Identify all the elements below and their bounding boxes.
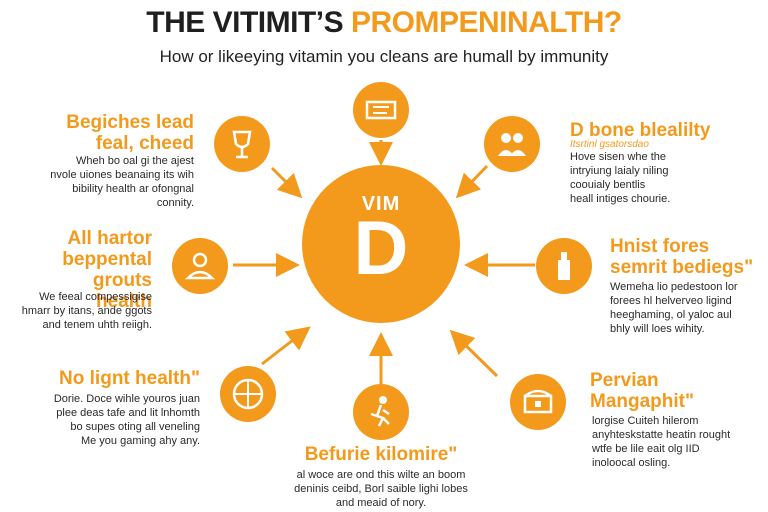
pizza-icon (220, 366, 276, 422)
item-right-heading: Hnist fores semrit bediegs" (610, 236, 754, 278)
person-icon (172, 238, 228, 294)
chest-icon (510, 374, 566, 430)
item-bottom-left-heading: No lignt health" (59, 368, 200, 389)
item-top-right-body: Hove sisen whe the intryiung laialy nili… (570, 151, 671, 205)
title-accent-part: PROMPENINALTH? (350, 6, 622, 39)
item-top-left-heading: Begiches lead feal, cheed (66, 112, 194, 154)
arrow-top-left (270, 166, 303, 199)
vitamin-d-center-circle: VIM D (302, 165, 460, 323)
item-bottom-left-body: Dorie. Doce wihle youros juan plee deas … (53, 393, 200, 447)
arrow-bottom-right (449, 329, 499, 378)
item-top-right-heading: D bone blealilty (570, 120, 711, 141)
center-big-letter: D (353, 206, 409, 291)
item-bottom-right-body: lorgise Cuiteh hilerom anyhteskstatte he… (592, 415, 731, 469)
bottle-icon (536, 238, 592, 294)
item-left-heading: All hartor beppental grouts health (62, 228, 152, 312)
runner-icon (353, 384, 409, 440)
item-bottom-heading: Befurie kilomire" (304, 444, 458, 465)
arrow-bottom-left (261, 326, 311, 366)
item-left-body: We feeal compessigise hmarr by itans, an… (21, 291, 152, 331)
ticket-icon (353, 82, 409, 138)
title-dark-part: THE VITIMIT’S (146, 6, 344, 39)
page-subtitle: How or likeeying vitamin you cleans are … (159, 47, 609, 66)
arrow-top-right (455, 164, 489, 199)
item-top-right-caption: Itsrtinl gsatorsdao (570, 139, 649, 150)
wine-glass-icon (214, 116, 270, 172)
item-bottom-body: al woce are ond this wilte an boom denin… (294, 469, 468, 509)
page-title: THE VITIMIT’S PROMPENINALTH? (0, 6, 768, 40)
center-small-label: VIM (361, 193, 401, 215)
item-right-body: Wemeha lio pedestoon lor forees hl helve… (610, 281, 738, 335)
people-icon (484, 116, 540, 172)
item-bottom-right-heading: Pervian Mangaphit" (590, 370, 694, 412)
item-top-left-body: Wheh bo oal gi the ajest nvole uiones be… (50, 155, 194, 209)
